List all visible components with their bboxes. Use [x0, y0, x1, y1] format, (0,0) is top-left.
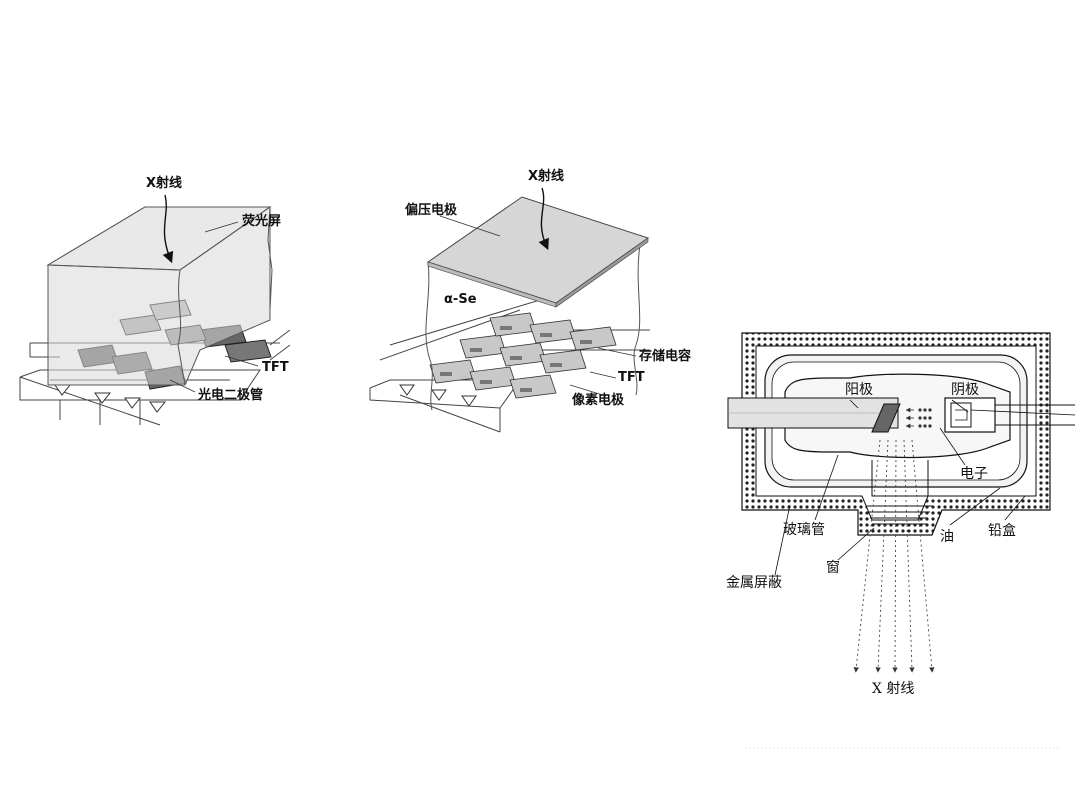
direct-tft-label: TFT — [618, 370, 645, 385]
tube-neck — [871, 460, 929, 497]
xray-tube-diagram — [727, 332, 1076, 673]
indirect-tft-label: TFT — [262, 360, 289, 375]
indirect-xray-label: X射线 — [146, 176, 183, 191]
xray-beam — [853, 439, 935, 673]
indirect-detector-diagram — [19, 194, 291, 426]
direct-line-symbols — [399, 384, 477, 407]
storage-capacitors — [440, 326, 592, 392]
xray-arrow — [162, 194, 174, 264]
leader-lines-indirect — [169, 221, 259, 393]
xray-arrow-direct — [538, 187, 549, 251]
scintillator-label: 荧光屏 — [242, 214, 282, 229]
leader-lines-direct — [439, 215, 637, 397]
photodiode-label: 光电二极管 — [198, 388, 264, 403]
window-label: 窗 — [826, 560, 840, 576]
line-symbols — [54, 384, 167, 413]
scintillator-box — [46, 205, 273, 386]
tube-xray-label: X 射线 — [872, 681, 915, 697]
pixel-electrode-label: 像素电极 — [572, 393, 625, 408]
anode-label: 阳极 — [845, 382, 873, 398]
pixel-electrode-tiles — [429, 312, 617, 399]
leader-lines-tube — [774, 399, 1026, 576]
lead-box-label: 铅盒 — [988, 523, 1016, 539]
cathode-label: 阴极 — [951, 382, 979, 398]
anode-target — [871, 403, 901, 433]
glass-tube-label: 玻璃管 — [783, 522, 825, 538]
direct-xray-label: X射线 — [528, 169, 565, 184]
oil-label: 油 — [940, 529, 954, 545]
electron-beam — [905, 407, 932, 429]
direct-detector-diagram — [369, 187, 650, 433]
metal-shield-label: 金属屏蔽 — [726, 575, 782, 591]
electron-label: 电子 — [960, 466, 988, 482]
bias-electrode-label: 偏压电极 — [405, 203, 458, 218]
storage-capacitor-label: 存储电容 — [639, 349, 692, 364]
cathode-filament — [950, 402, 972, 428]
selenium-label: α-Se — [444, 292, 477, 307]
window — [866, 505, 932, 525]
cathode-cup — [944, 397, 996, 433]
bias-electrode — [426, 196, 650, 308]
